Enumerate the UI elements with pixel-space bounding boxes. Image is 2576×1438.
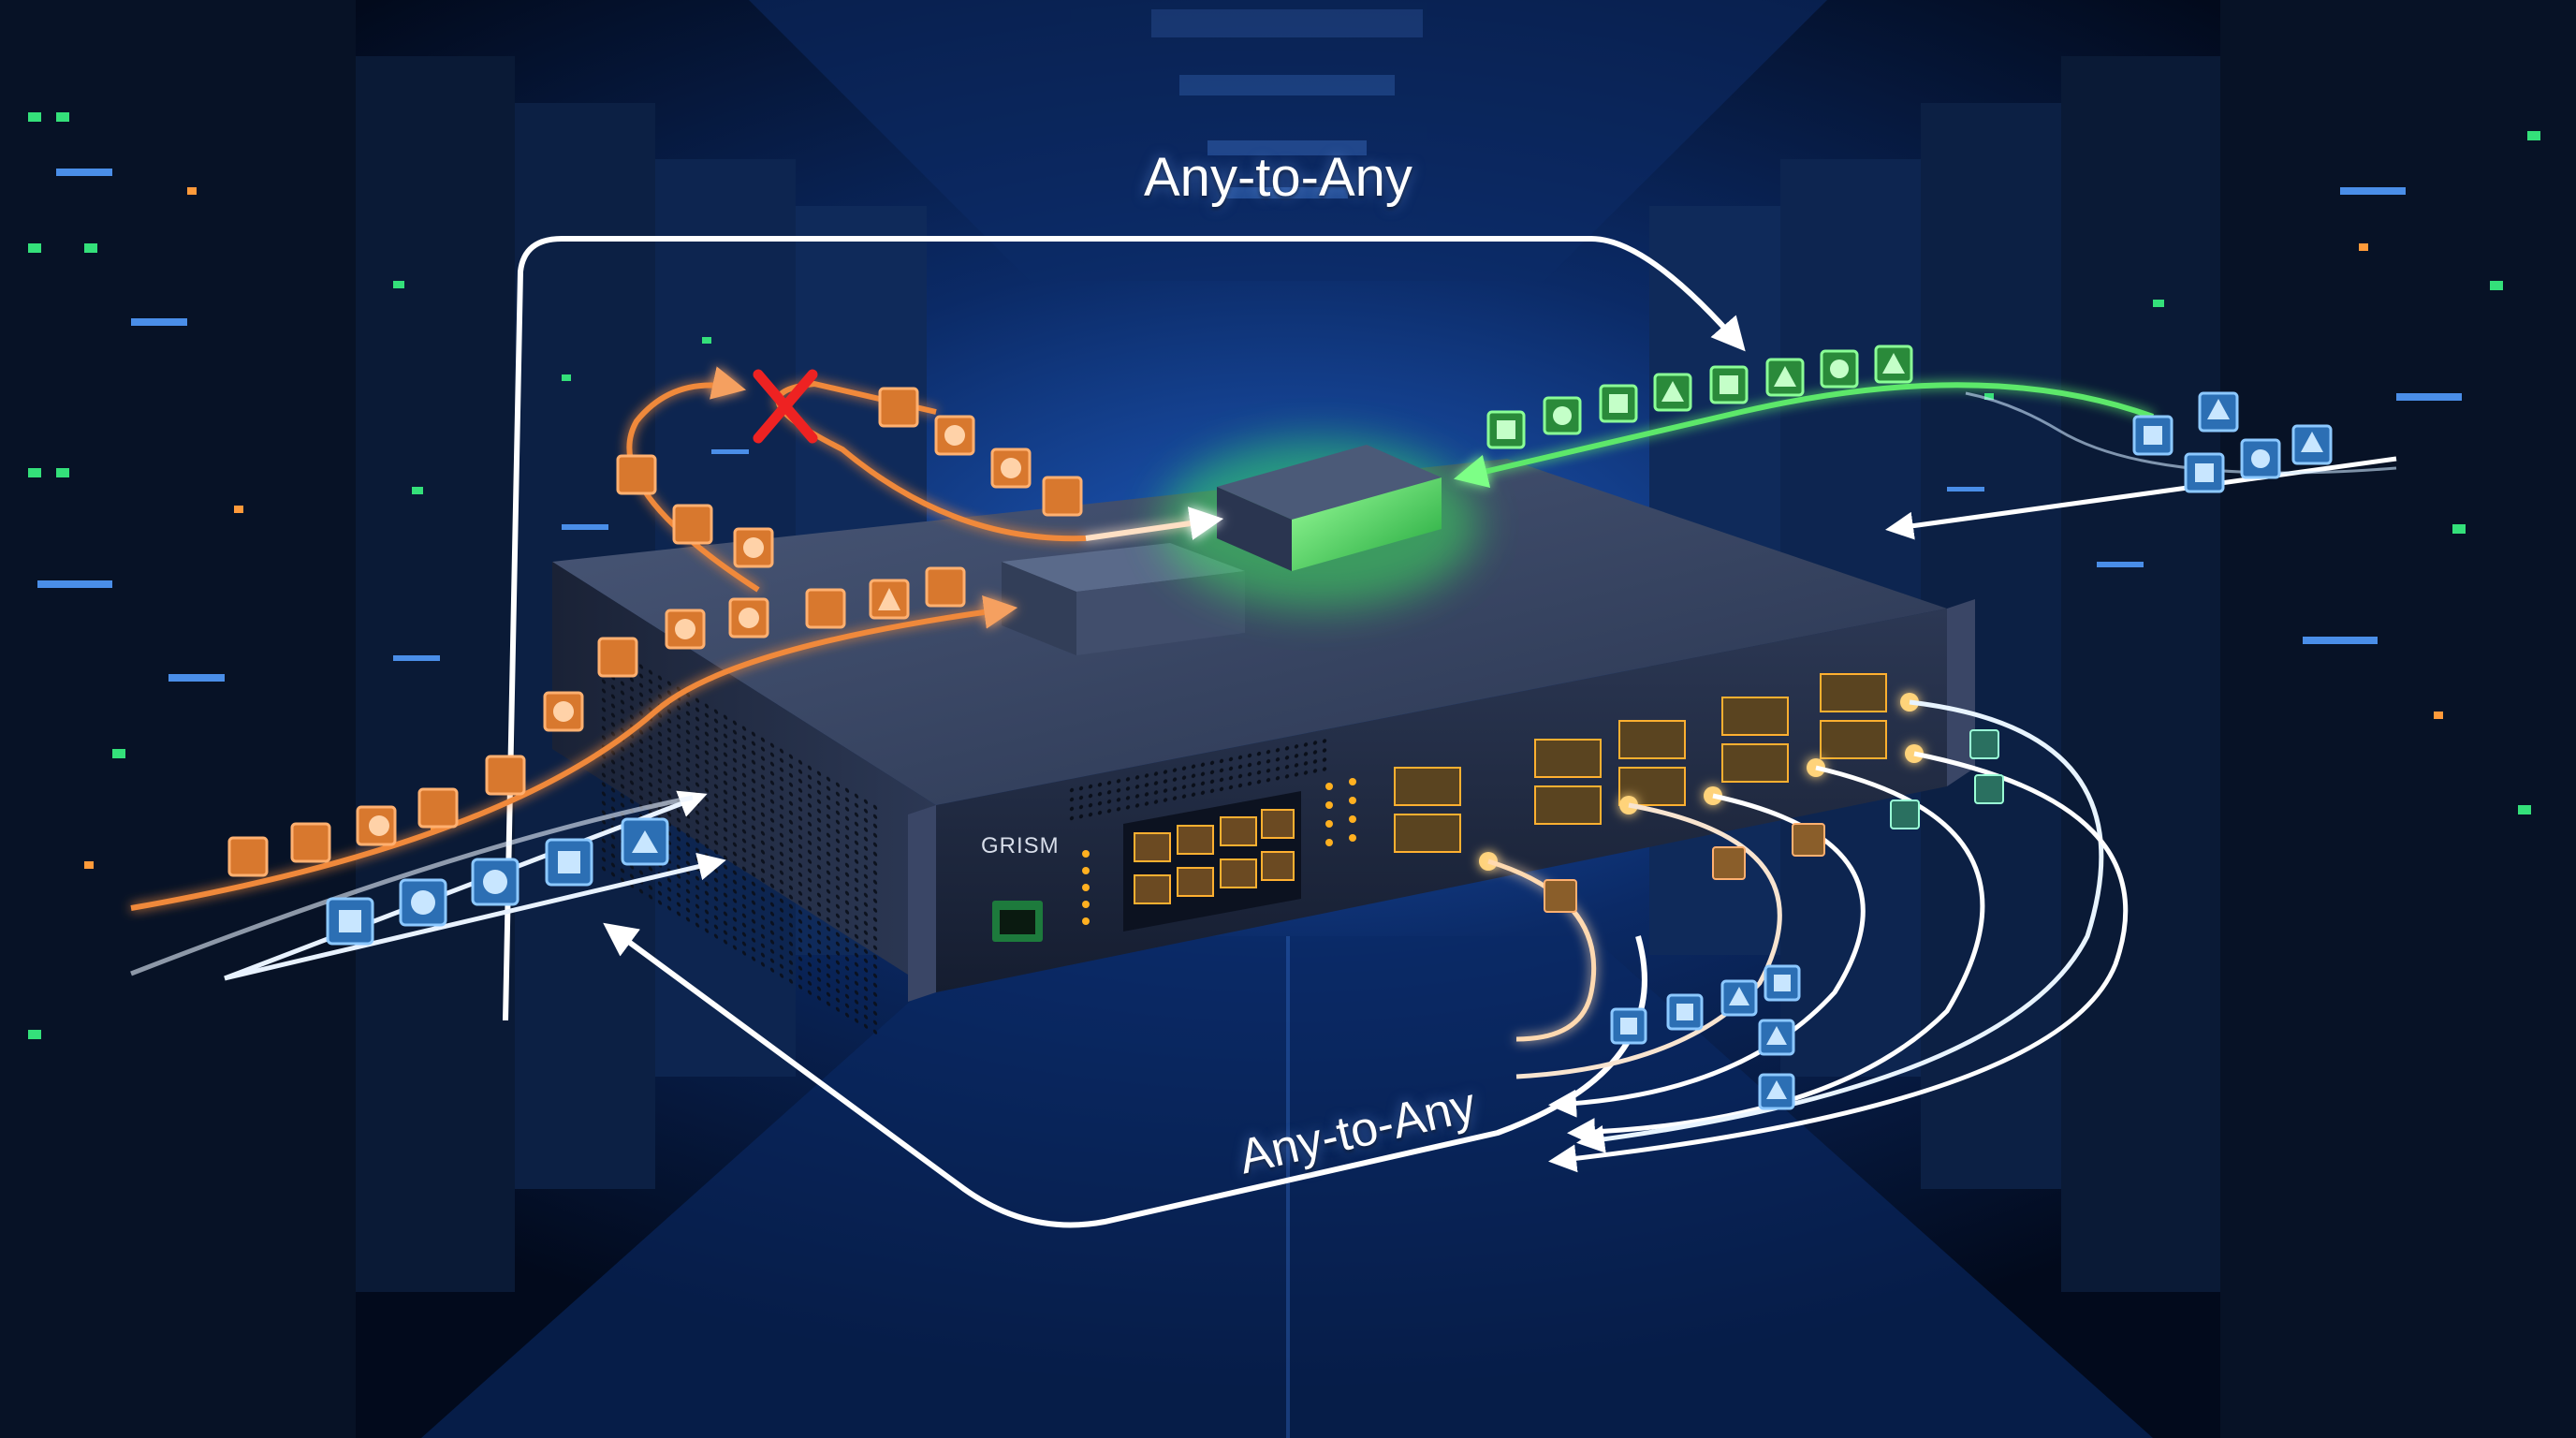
red-x-icon [753, 369, 818, 444]
top-loop-arrow [503, 236, 1746, 1021]
floor [421, 936, 2153, 1438]
processing-box-gray [1002, 543, 1245, 655]
output-packets [1544, 729, 2004, 1110]
top-flow-label: Any-to-Any [1144, 147, 1412, 208]
device-brand-label: GRISM [981, 833, 1060, 858]
transceiver-modules [1394, 673, 1924, 871]
sfp-cage-block [1123, 791, 1301, 932]
bottom-loop-arrow [603, 922, 1647, 1228]
green-flow [1453, 345, 2155, 488]
network-switch [552, 459, 1975, 1040]
status-leds [1082, 778, 1356, 925]
ceiling [749, 0, 1827, 281]
orange-packets [227, 387, 1083, 877]
blue-packets [326, 817, 669, 946]
right-blue-flow [1885, 391, 2397, 540]
processing-box-green [1161, 440, 1479, 609]
